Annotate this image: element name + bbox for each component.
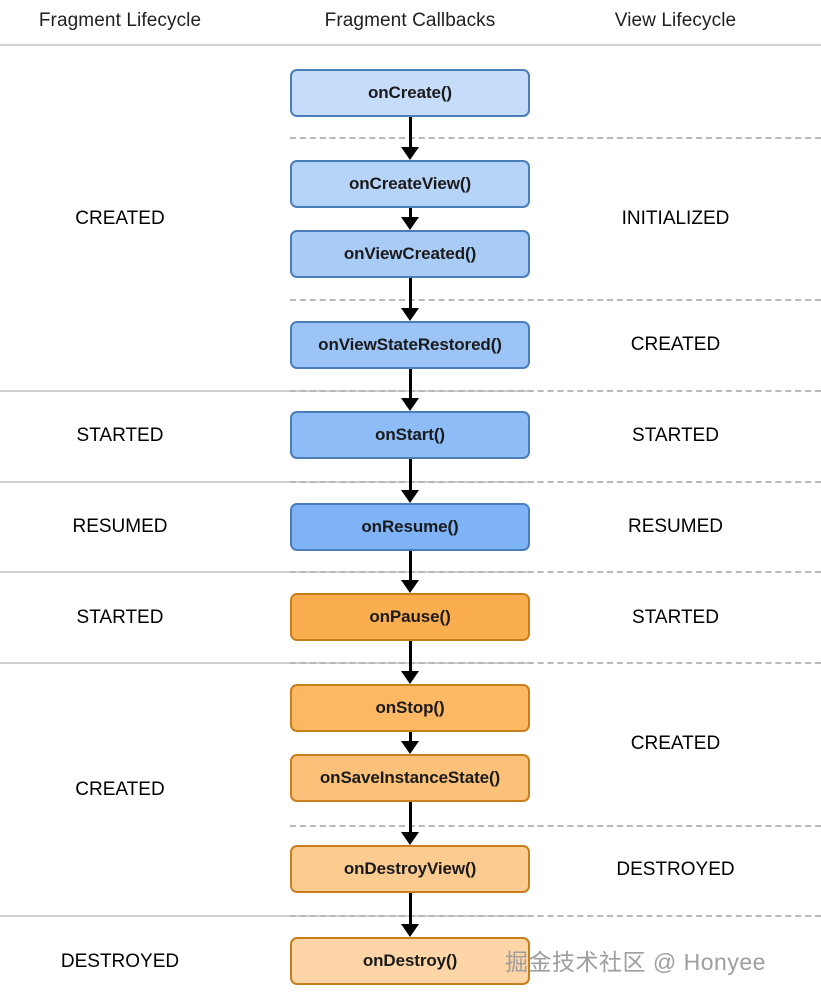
view-state-label: CREATED [630,334,721,355]
arrow-head-icon [401,398,419,411]
dashed-divider-6 [290,662,821,664]
column-header-3: View Lifecycle [614,10,737,31]
arrow-head-icon [401,217,419,230]
header-divider [0,44,821,46]
arrow-head-icon [401,490,419,503]
arrow-shaft [409,117,412,149]
solid-divider-1 [0,390,530,392]
callback-box-onviewcreated[interactable]: onViewCreated() [290,230,530,278]
fragment-state-label: CREATED [75,779,165,800]
column-header-2: Fragment Callbacks [324,10,496,31]
dashed-divider-8 [290,915,821,917]
callback-box-ondestroyview[interactable]: onDestroyView() [290,845,530,893]
view-state-label: STARTED [632,425,719,446]
column-header-1: Fragment Lifecycle [38,10,202,31]
callback-box-ondestroy[interactable]: onDestroy() [290,937,530,985]
callback-box-onpause[interactable]: onPause() [290,593,530,641]
fragment-state-label: STARTED [76,607,164,628]
arrow-shaft [409,802,412,834]
callback-box-oncreateview[interactable]: onCreateView() [290,160,530,208]
dashed-divider-5 [290,571,821,573]
callback-box-onstop[interactable]: onStop() [290,684,530,732]
watermark: 掘金技术社区 @ Honyee [505,949,766,975]
dashed-divider-1 [290,137,821,139]
callback-box-onstart[interactable]: onStart() [290,411,530,459]
view-state-label: DESTROYED [616,859,735,880]
view-state-label: CREATED [630,733,721,754]
arrow-head-icon [401,741,419,754]
fragment-state-label: RESUMED [72,516,168,537]
callback-box-onviewstaterestored[interactable]: onViewStateRestored() [290,321,530,369]
arrow-shaft [409,369,412,400]
dashed-divider-4 [290,481,821,483]
dashed-divider-2 [290,299,821,301]
arrow-head-icon [401,924,419,937]
arrow-head-icon [401,147,419,160]
solid-divider-5 [0,915,530,917]
view-state-label: RESUMED [627,516,723,537]
solid-divider-4 [0,662,530,664]
arrow-head-icon [401,308,419,321]
fragment-state-label: STARTED [76,425,164,446]
arrow-head-icon [401,580,419,593]
callback-box-onresume[interactable]: onResume() [290,503,530,551]
arrow-shaft [409,208,412,219]
fragment-state-label: DESTROYED [60,951,180,972]
view-state-label: INITIALIZED [621,208,730,229]
callback-box-onsaveinstancestate[interactable]: onSaveInstanceState() [290,754,530,802]
arrow-head-icon [401,832,419,845]
arrow-head-icon [401,671,419,684]
arrow-shaft [409,459,412,492]
arrow-shaft [409,278,412,310]
view-state-label: STARTED [632,607,719,628]
arrow-shaft [409,893,412,926]
dashed-divider-7 [290,825,821,827]
callback-box-oncreate[interactable]: onCreate() [290,69,530,117]
solid-divider-2 [0,481,530,483]
arrow-shaft [409,641,412,673]
dashed-divider-3 [290,390,821,392]
solid-divider-3 [0,571,530,573]
arrow-shaft [409,732,412,743]
arrow-shaft [409,551,412,582]
fragment-state-label: CREATED [75,208,165,229]
